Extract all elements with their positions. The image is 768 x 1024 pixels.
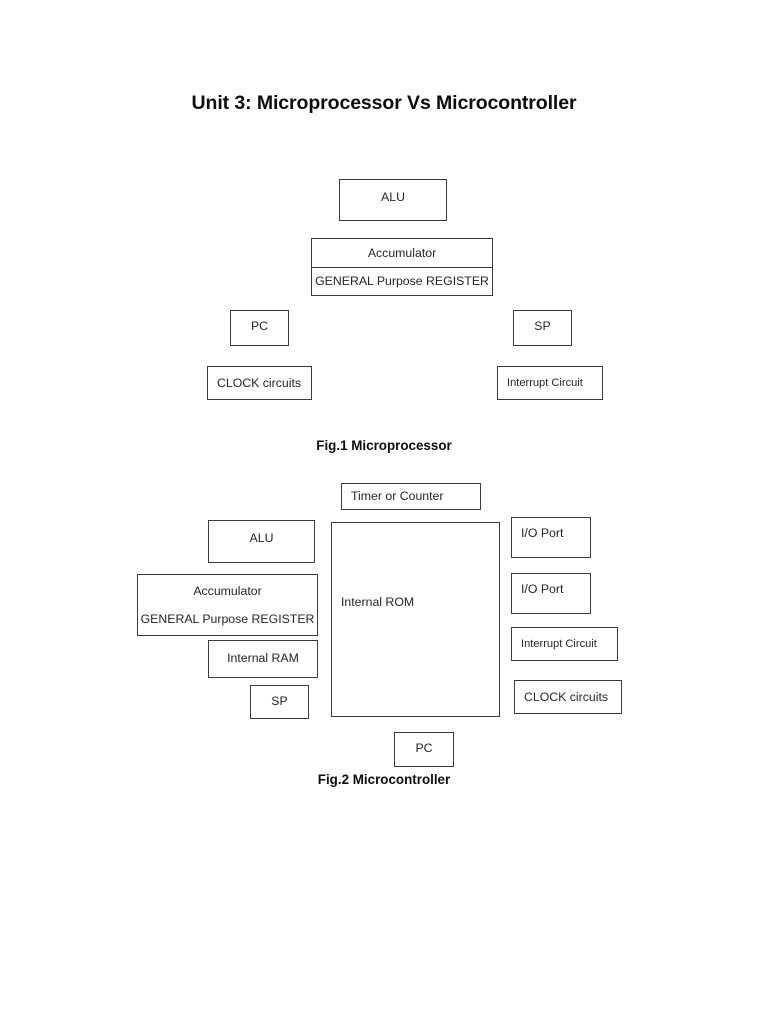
fig2-block-alu-label: ALU: [249, 531, 274, 545]
fig1-block-register-group[interactable]: Accumulator GENERAL Purpose REGISTER: [311, 238, 493, 296]
fig1-block-interrupt-circuit[interactable]: Interrupt Circuit: [497, 366, 603, 400]
fig1-block-pc-label: PC: [250, 319, 269, 333]
fig2-block-pc[interactable]: PC: [394, 732, 454, 767]
fig2-block-pc-label: PC: [415, 741, 433, 755]
fig2-block-io-port-2[interactable]: I/O Port: [511, 573, 591, 614]
fig2-block-internal-ram-label: Internal RAM: [227, 651, 299, 665]
fig2-block-interrupt-circuit[interactable]: Interrupt Circuit: [511, 627, 618, 661]
fig2-block-clock-circuits[interactable]: CLOCK circuits: [514, 680, 622, 714]
fig2-block-sp[interactable]: SP: [250, 685, 309, 719]
fig1-block-clock-circuits-label: CLOCK circuits: [217, 376, 302, 390]
fig2-block-timer-or-counter-label: Timer or Counter: [351, 489, 444, 503]
fig1-block-pc[interactable]: PC: [230, 310, 289, 346]
fig2-block-io-port-2-label: I/O Port: [521, 582, 564, 596]
fig2-block-accumulator-label: Accumulator: [193, 584, 262, 598]
fig2-block-sp-label: SP: [271, 694, 288, 708]
fig2-block-register-group[interactable]: Accumulator GENERAL Purpose REGISTER: [137, 574, 318, 636]
fig2-block-internal-rom-label: Internal ROM: [341, 595, 415, 609]
fig1-block-accumulator-label: Accumulator: [367, 245, 437, 260]
fig2-block-interrupt-circuit-label: Interrupt Circuit: [521, 638, 597, 650]
fig1-block-general-purpose-register-label: GENERAL Purpose REGISTER: [315, 274, 489, 289]
fig2-block-io-port-1[interactable]: I/O Port: [511, 517, 591, 558]
fig2-block-timer-or-counter[interactable]: Timer or Counter: [341, 483, 481, 510]
fig1-block-alu[interactable]: ALU: [339, 179, 447, 221]
fig1-block-accumulator[interactable]: Accumulator: [312, 239, 492, 267]
fig2-block-internal-rom[interactable]: Internal ROM: [331, 522, 500, 717]
fig2-block-io-port-1-label: I/O Port: [521, 526, 564, 540]
fig2-block-internal-ram[interactable]: Internal RAM: [208, 640, 318, 678]
fig2-caption: Fig.2 Microcontroller: [317, 772, 451, 787]
fig1-block-clock-circuits[interactable]: CLOCK circuits: [207, 366, 312, 400]
fig2-block-alu[interactable]: ALU: [208, 520, 315, 563]
fig1-block-alu-label: ALU: [381, 190, 405, 204]
fig1-block-interrupt-circuit-label: Interrupt Circuit: [507, 377, 583, 389]
page-title: Unit 3: Microprocessor Vs Microcontrolle…: [191, 92, 577, 114]
fig1-caption: Fig.1 Microprocessor: [316, 438, 452, 453]
fig2-block-general-purpose-register-label: GENERAL Purpose REGISTER: [140, 612, 315, 626]
fig1-block-sp-label: SP: [534, 319, 551, 333]
fig2-block-clock-circuits-label: CLOCK circuits: [524, 690, 609, 704]
fig1-block-general-purpose-register[interactable]: GENERAL Purpose REGISTER: [312, 266, 492, 296]
fig1-block-sp[interactable]: SP: [513, 310, 572, 346]
